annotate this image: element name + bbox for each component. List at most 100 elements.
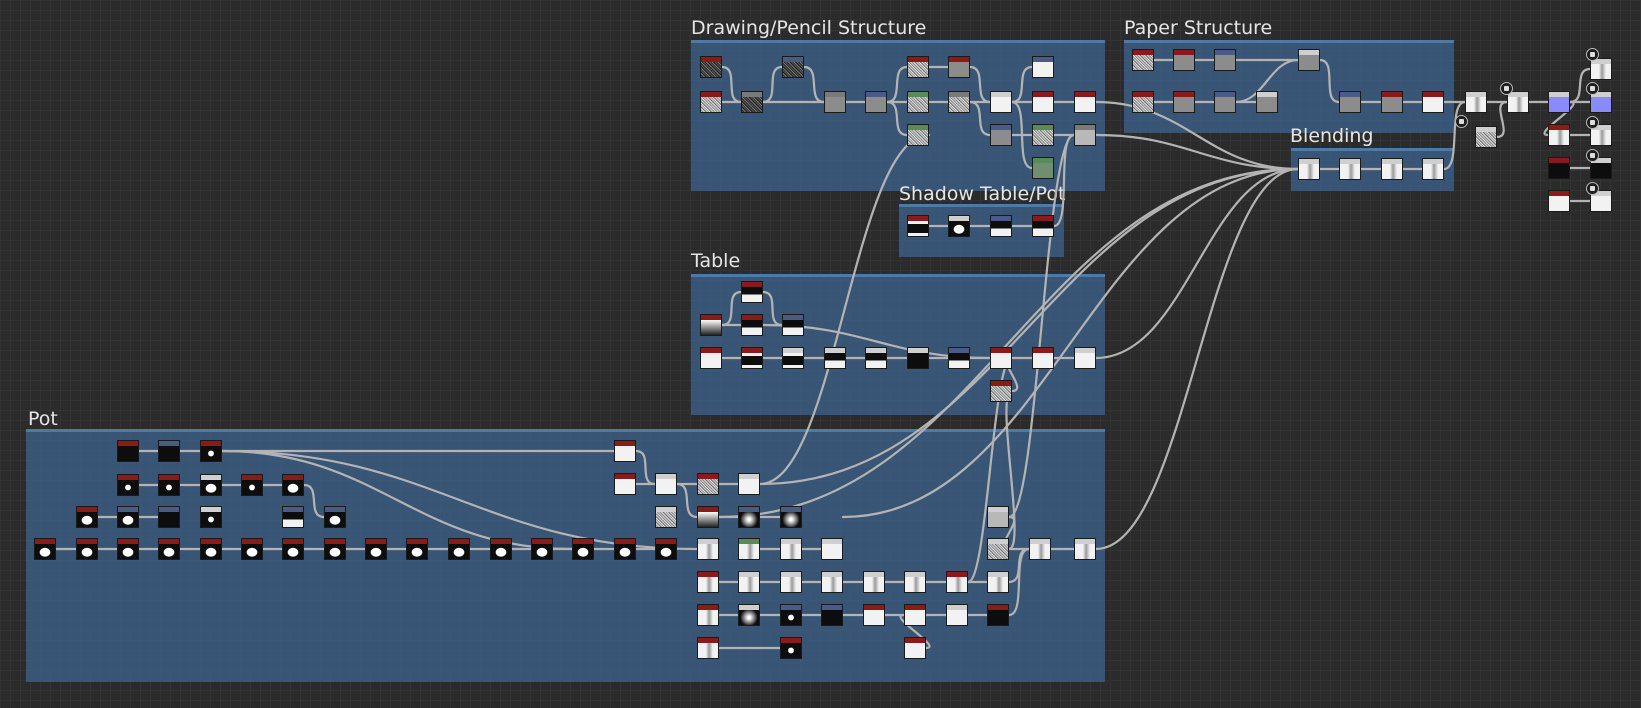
graph-node[interactable] — [572, 538, 594, 560]
frame-title-shadow[interactable]: Shadow Table/Pot — [899, 183, 1066, 205]
graph-node[interactable] — [158, 474, 180, 496]
frame-title-paper[interactable]: Paper Structure — [1124, 17, 1273, 39]
graph-node[interactable] — [1074, 124, 1096, 146]
graph-node[interactable] — [1548, 157, 1570, 179]
graph-node[interactable] — [990, 380, 1012, 402]
graph-node[interactable] — [907, 124, 929, 146]
graph-node[interactable] — [1507, 91, 1529, 113]
graph-node[interactable] — [1339, 91, 1361, 113]
graph-node[interactable] — [117, 440, 139, 462]
graph-node[interactable] — [448, 538, 470, 560]
graph-node[interactable] — [1422, 158, 1444, 180]
graph-node[interactable] — [1173, 49, 1195, 71]
graph-node[interactable] — [946, 571, 968, 593]
output-icon[interactable] — [1586, 182, 1599, 195]
graph-node[interactable] — [614, 538, 636, 560]
graph-node[interactable] — [200, 538, 222, 560]
graph-node[interactable] — [365, 538, 387, 560]
graph-node[interactable] — [697, 637, 719, 659]
graph-node[interactable] — [1032, 347, 1054, 369]
graph-node[interactable] — [1590, 157, 1612, 179]
graph-node[interactable] — [406, 538, 428, 560]
output-icon[interactable] — [1586, 48, 1599, 61]
frame-title-drawing[interactable]: Drawing/Pencil Structure — [691, 17, 927, 39]
graph-node[interactable] — [697, 571, 719, 593]
graph-node[interactable] — [1032, 215, 1054, 237]
frame-title-blending[interactable]: Blending — [1290, 125, 1374, 147]
graph-node[interactable] — [1465, 91, 1487, 113]
graph-node[interactable] — [200, 474, 222, 496]
graph-node[interactable] — [700, 347, 722, 369]
graph-node[interactable] — [738, 506, 760, 528]
graph-node[interactable] — [780, 571, 802, 593]
graph-node[interactable] — [907, 215, 929, 237]
graph-node[interactable] — [741, 347, 763, 369]
graph-node[interactable] — [655, 473, 677, 495]
graph-node[interactable] — [697, 506, 719, 528]
graph-node[interactable] — [1590, 58, 1612, 80]
graph-node[interactable] — [282, 538, 304, 560]
document-icon[interactable] — [1455, 115, 1468, 128]
graph-node[interactable] — [738, 473, 760, 495]
graph-node[interactable] — [1339, 158, 1361, 180]
graph-node[interactable] — [1214, 49, 1236, 71]
graph-node[interactable] — [117, 538, 139, 560]
graph-node[interactable] — [34, 538, 56, 560]
graph-node[interactable] — [1032, 56, 1054, 78]
graph-node[interactable] — [1381, 158, 1403, 180]
graph-node[interactable] — [1298, 49, 1320, 71]
graph-node[interactable] — [741, 314, 763, 336]
graph-node[interactable] — [1173, 91, 1195, 113]
graph-node[interactable] — [76, 538, 98, 560]
graph-node[interactable] — [780, 637, 802, 659]
graph-node[interactable] — [697, 604, 719, 626]
graph-node[interactable] — [241, 538, 263, 560]
graph-node[interactable] — [821, 571, 843, 593]
graph-node[interactable] — [700, 91, 722, 113]
graph-node[interactable] — [1214, 91, 1236, 113]
graph-node[interactable] — [948, 91, 970, 113]
frame-title-table[interactable]: Table — [691, 250, 741, 272]
graph-node[interactable] — [1381, 91, 1403, 113]
graph-node[interactable] — [324, 506, 346, 528]
graph-node[interactable] — [990, 215, 1012, 237]
graph-node[interactable] — [324, 538, 346, 560]
graph-node[interactable] — [987, 506, 1009, 528]
graph-node[interactable] — [1032, 157, 1054, 179]
graph-node[interactable] — [824, 347, 846, 369]
graph-node[interactable] — [655, 538, 677, 560]
output-icon[interactable] — [1586, 149, 1599, 162]
graph-node[interactable] — [865, 347, 887, 369]
graph-node[interactable] — [158, 538, 180, 560]
graph-node[interactable] — [738, 604, 760, 626]
graph-node[interactable] — [738, 538, 760, 560]
graph-node[interactable] — [904, 604, 926, 626]
graph-node[interactable] — [1548, 91, 1570, 113]
graph-node[interactable] — [241, 474, 263, 496]
graph-node[interactable] — [990, 124, 1012, 146]
graph-node[interactable] — [614, 440, 636, 462]
graph-node[interactable] — [987, 604, 1009, 626]
graph-node[interactable] — [1074, 347, 1096, 369]
graph-node[interactable] — [741, 281, 763, 303]
graph-node[interactable] — [282, 474, 304, 496]
output-icon[interactable] — [1586, 116, 1599, 129]
graph-node[interactable] — [1032, 124, 1054, 146]
graph-node[interactable] — [1132, 49, 1154, 71]
graph-node[interactable] — [697, 538, 719, 560]
graph-node[interactable] — [824, 91, 846, 113]
graph-node[interactable] — [741, 91, 763, 113]
mask-icon[interactable] — [1500, 82, 1513, 95]
graph-node[interactable] — [1074, 538, 1096, 560]
graph-node[interactable] — [1132, 91, 1154, 113]
graph-node[interactable] — [700, 314, 722, 336]
graph-node[interactable] — [1074, 91, 1096, 113]
graph-node[interactable] — [1548, 190, 1570, 212]
graph-node[interactable] — [697, 473, 719, 495]
graph-node[interactable] — [158, 440, 180, 462]
graph-node[interactable] — [904, 637, 926, 659]
graph-node[interactable] — [907, 56, 929, 78]
graph-node[interactable] — [907, 91, 929, 113]
graph-node[interactable] — [780, 604, 802, 626]
graph-node[interactable] — [1032, 91, 1054, 113]
